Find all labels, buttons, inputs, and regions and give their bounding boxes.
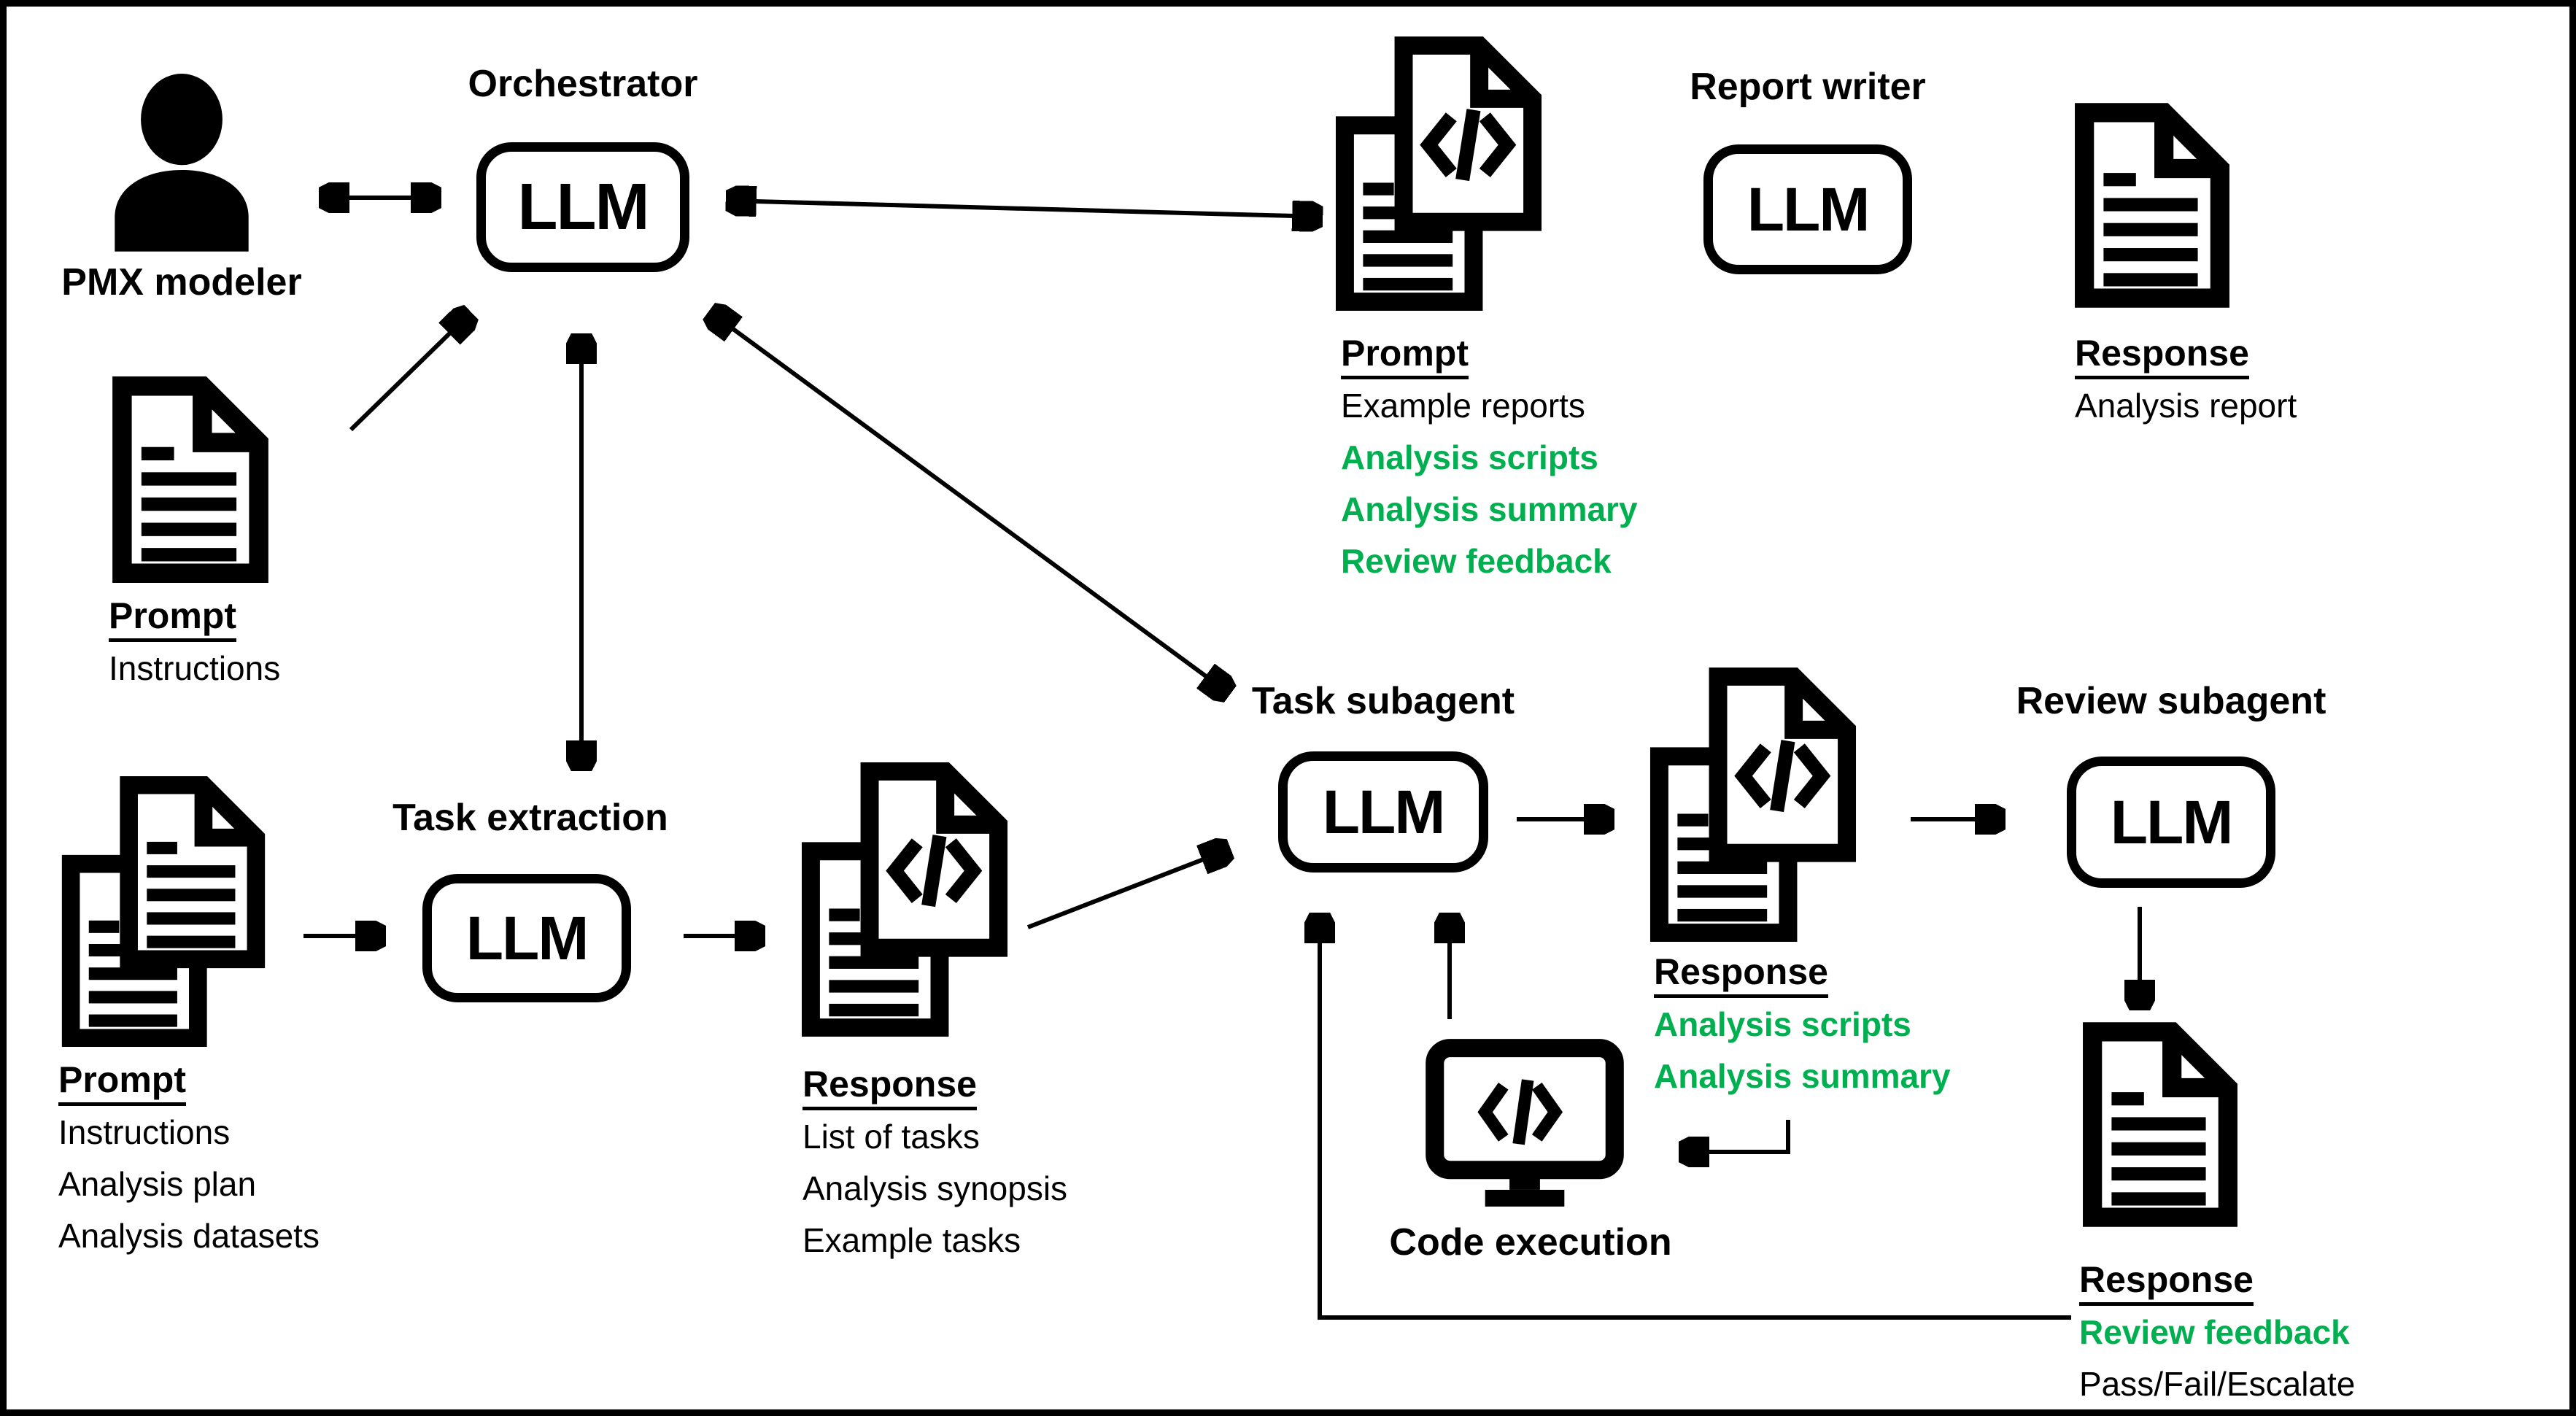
caption-title: Prompt <box>109 589 280 643</box>
extraction-response-caption: Response List of tasks Analysis synopsis… <box>802 1057 1067 1266</box>
orchestrator-llm-box: LLM <box>476 142 689 272</box>
task-subagent-llm-text: LLM <box>1322 777 1446 846</box>
report-writer-llm-text: LLM <box>1747 174 1871 244</box>
arrow-layer <box>303 7 2576 1320</box>
caption-title: Prompt <box>1341 326 1638 380</box>
caption-title: Response <box>802 1057 1067 1111</box>
arrow-prompt-doc-orchestrator <box>349 314 469 432</box>
caption-line: Review feedback <box>1341 542 1612 580</box>
code-documents-stack-icon <box>798 762 1011 1037</box>
caption-line: Pass/Fail/Escalate <box>2079 1365 2356 1403</box>
caption-line: Analysis datasets <box>58 1217 320 1255</box>
arrow-orchestrator-report-prompt <box>729 201 1320 217</box>
report-response-caption: Response Analysis report <box>2075 326 2297 432</box>
caption-line: Analysis report <box>2075 387 2297 425</box>
pmx-modeler-label: PMX modeler <box>61 261 302 303</box>
caption-line: Analysis scripts <box>1341 438 1598 476</box>
review-subagent-llm-box: LLM <box>2067 757 2275 888</box>
task-subagent-label: Task subagent <box>1251 680 1515 722</box>
caption-line: Analysis summary <box>1654 1057 1951 1095</box>
caption-line: Example tasks <box>802 1221 1021 1259</box>
arrow-orchestrator-task-subagent <box>711 313 1228 692</box>
caption-title: Response <box>2075 326 2297 380</box>
caption-line: Analysis summary <box>1341 490 1638 528</box>
caption-line: Example reports <box>1341 387 1585 425</box>
caption-line: Analysis scripts <box>1654 1005 1911 1043</box>
code-execution-label: Code execution <box>1389 1221 1672 1264</box>
document-icon <box>2079 1021 2241 1228</box>
arrow-review-feedback-task-llm <box>1320 916 2071 1320</box>
documents-stack-icon <box>58 775 268 1048</box>
report-writer-label: Report writer <box>1690 66 1926 108</box>
review-subagent-label: Review subagent <box>2016 680 2326 722</box>
task-extraction-llm-text: LLM <box>465 903 589 972</box>
code-documents-stack-icon <box>1647 667 1860 943</box>
task-extraction-llm-box: LLM <box>422 874 631 1002</box>
document-icon <box>109 376 272 584</box>
orchestrator-prompt-caption: Prompt Instructions <box>109 589 280 695</box>
caption-line: Analysis plan <box>58 1165 257 1203</box>
caption-line: Instructions <box>58 1113 231 1151</box>
review-response-caption: Response Review feedback Pass/Fail/Escal… <box>2079 1253 2356 1409</box>
document-icon <box>2071 102 2233 309</box>
arrow-extraction-response-task-llm <box>1026 850 1228 929</box>
caption-title: Prompt <box>58 1053 320 1107</box>
report-writer-llm-box: LLM <box>1703 144 1912 274</box>
orchestrator-llm-text: LLM <box>517 170 650 244</box>
caption-line: List of tasks <box>802 1118 980 1156</box>
code-execution-monitor-icon <box>1424 1037 1625 1208</box>
task-subagent-llm-box: LLM <box>1278 751 1488 873</box>
orchestrator-label: Orchestrator <box>468 63 698 105</box>
caption-title: Response <box>1654 945 1951 999</box>
extraction-prompt-caption: Prompt Instructions Analysis plan Analys… <box>58 1053 320 1262</box>
arrow-scripts-code-execution <box>1682 1120 1790 1152</box>
code-documents-stack-icon <box>1332 36 1545 312</box>
task-extraction-label: Task extraction <box>392 797 668 839</box>
person-icon <box>100 74 263 253</box>
caption-title: Response <box>2079 1253 2355 1307</box>
caption-line: Instructions <box>109 649 281 687</box>
report-prompt-caption: Prompt Example reports Analysis scripts … <box>1341 326 1638 587</box>
subagent-response-caption: Response Analysis scripts Analysis summa… <box>1654 945 1951 1102</box>
caption-line: Analysis synopsis <box>802 1169 1068 1207</box>
caption-line: Review feedback <box>2079 1313 2350 1351</box>
review-subagent-llm-text: LLM <box>2110 787 2234 856</box>
